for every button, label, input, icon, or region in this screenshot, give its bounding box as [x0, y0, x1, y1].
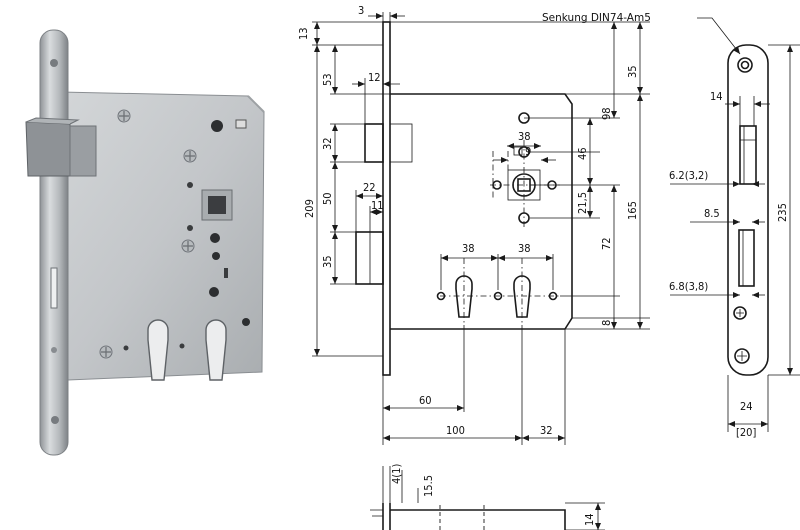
dim-13: 13	[297, 27, 310, 40]
dim-9: 9	[525, 145, 531, 158]
dim-35-top: 35	[626, 65, 639, 78]
dim-72: 72	[600, 237, 613, 250]
dim-35-lower: 35	[321, 255, 334, 268]
countersink-hole-icon	[734, 348, 750, 364]
faceplate	[382, 21, 391, 376]
dim-20: [20]	[736, 426, 756, 439]
dim-100: 100	[446, 424, 465, 437]
side-dimensions: Senkung DIN74-Am5 14 6.2(3,2) 8.5 6.8(3,…	[542, 12, 800, 439]
dim-38-b: 38	[518, 242, 531, 255]
countersink-note: Senkung DIN74-Am5	[542, 12, 651, 24]
deadbolt	[355, 231, 384, 285]
dim-38-top: 38	[518, 130, 531, 143]
dim-98: 98	[600, 107, 613, 120]
case-outline	[390, 93, 573, 330]
latch-slot	[739, 125, 757, 185]
dim-32-bottom: 32	[540, 424, 553, 437]
cylinder-cutout-right-photo	[205, 319, 227, 381]
dim-22: 22	[363, 181, 376, 194]
dim-60: 60	[419, 394, 432, 407]
dim-32: 32	[321, 137, 334, 150]
keyhole-right	[513, 275, 531, 318]
dim-4: 4(1)	[390, 464, 403, 484]
plate-screw-icon	[50, 59, 58, 67]
latch-bolt	[364, 123, 384, 163]
dim-46: 46	[576, 147, 589, 160]
dim-14-bottom: 14	[583, 513, 596, 526]
countersink-hole-icon	[733, 306, 747, 320]
deadbolt-slot	[738, 229, 755, 287]
dim-21-5: 21,5	[576, 192, 589, 214]
dim-24: 24	[740, 400, 753, 413]
keyhole-left	[455, 275, 473, 318]
dim-14: 14	[710, 90, 723, 103]
dim-12: 12	[368, 71, 381, 84]
front-view	[355, 21, 573, 376]
front-dimensions: 13 53 32 50 35 209 3 12 22 11	[297, 4, 650, 445]
dim-38-a: 38	[462, 242, 475, 255]
dim-50: 50	[321, 192, 334, 205]
lock-photo	[25, 29, 265, 456]
dim-3: 3	[358, 4, 364, 17]
side-view	[727, 44, 769, 376]
dim-15-5: 15.5	[422, 475, 435, 497]
cylinder-cutout-left-photo	[147, 319, 169, 381]
dim-6-8: 6.8(3,8)	[669, 280, 708, 293]
dim-53: 53	[321, 73, 334, 86]
faceplate-side	[727, 44, 769, 376]
dim-11: 11	[371, 199, 384, 212]
dim-209: 209	[303, 199, 316, 218]
bottom-view: 4(1) 15.5 14	[370, 464, 605, 530]
plate-screw-icon	[51, 416, 59, 424]
dim-235: 235	[776, 203, 789, 222]
dim-6-2: 6.2(3,2)	[669, 169, 708, 182]
dim-8: 8	[600, 320, 613, 326]
dim-165: 165	[626, 201, 639, 220]
dim-8-5: 8.5	[704, 207, 720, 220]
countersink-hole-icon	[737, 57, 753, 73]
